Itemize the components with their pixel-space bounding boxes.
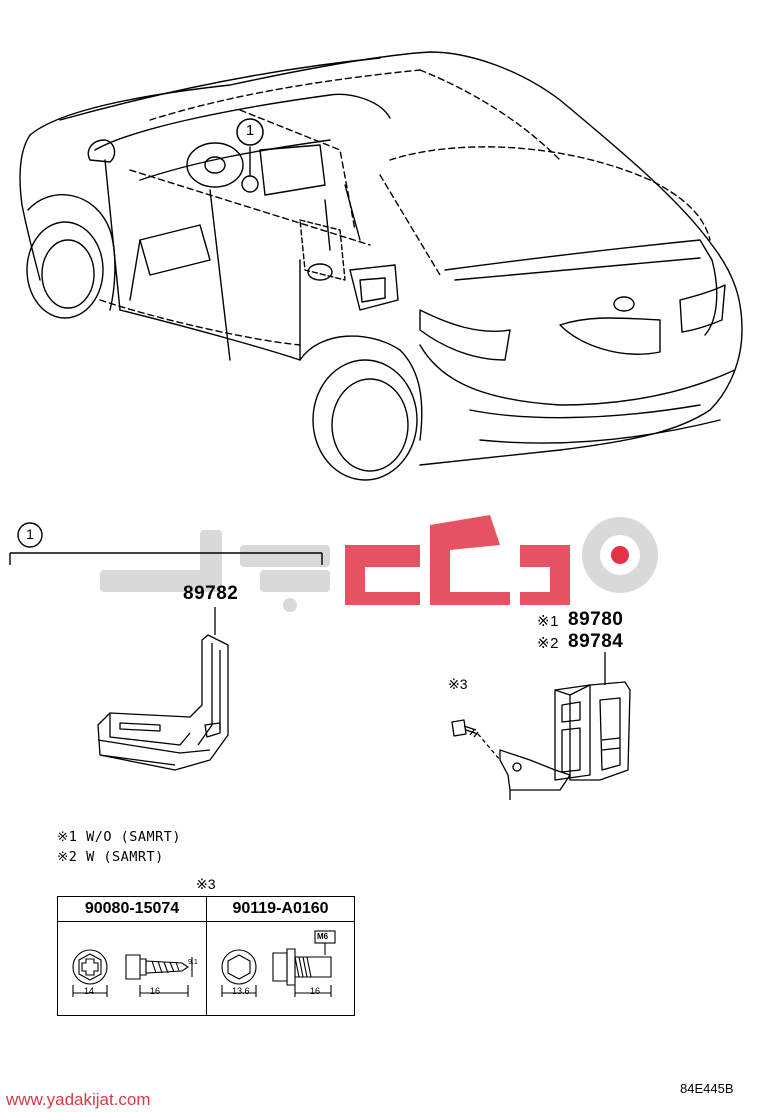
note-w-smart: ※2 W (SAMRT) xyxy=(57,849,164,865)
fastener-part-number-2: 90119-A0160 xyxy=(232,900,329,917)
fastener-table: 90080-15074 90119-A0160 14 16 9.1 xyxy=(57,896,355,1016)
callout-1-label: 1 xyxy=(245,122,255,139)
section-marker-label: 1 xyxy=(26,526,34,542)
fastener-table-divider-v xyxy=(206,897,207,1015)
screw1-length-dim: 16 xyxy=(150,986,161,996)
callout-circle-icon xyxy=(236,118,264,146)
tapping-screw-drawing xyxy=(72,949,193,997)
fastener-part-number-1: 90080-15074 xyxy=(84,900,180,917)
module-89780-drawing xyxy=(451,652,631,800)
bracket-part-number: 89782 xyxy=(183,583,239,604)
flange-bolt-drawing xyxy=(221,930,336,997)
module-part-number-1: 89780 xyxy=(568,609,624,630)
screw-marker: ※3 xyxy=(448,676,468,692)
module-part-number-2: 89784 xyxy=(568,631,624,652)
watermark-url: www.yadakijat.com xyxy=(6,1090,151,1109)
bolt2-length-dim: 16 xyxy=(310,986,321,996)
watermark-logo xyxy=(100,515,658,612)
bolt2-head-dim: 13.6 xyxy=(232,986,250,996)
screw1-head-dim: 14 xyxy=(84,986,95,996)
section-bracket xyxy=(9,522,323,565)
module-prefix-2: ※2 xyxy=(537,635,559,652)
module-prefix-1: ※1 xyxy=(537,613,559,630)
fastener-table-marker: ※3 xyxy=(196,876,216,892)
diagram-code: 84E445B xyxy=(680,1081,734,1096)
callout-1-marker: 1 xyxy=(235,117,265,147)
note-w-o-smart: ※1 W/O (SAMRT) xyxy=(57,829,181,845)
bolt2-thread-label: M6 xyxy=(317,932,329,941)
screw1-side-dim: 9.1 xyxy=(188,959,198,966)
bracket-89782-drawing xyxy=(97,607,229,771)
car-illustration xyxy=(19,51,743,481)
